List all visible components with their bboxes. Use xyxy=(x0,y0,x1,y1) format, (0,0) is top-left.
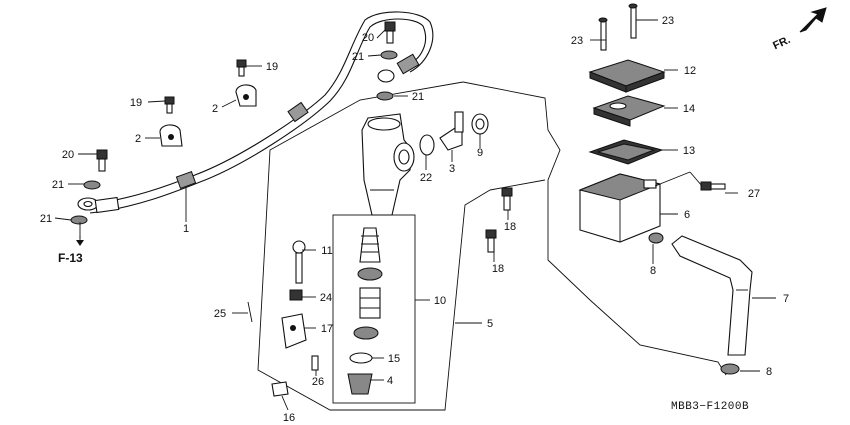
callout-16: 16 xyxy=(283,412,295,424)
callout-19: 19 xyxy=(130,97,142,109)
callout-2: 2 xyxy=(212,103,218,115)
callout-1: 1 xyxy=(183,223,189,235)
callout-12: 12 xyxy=(684,65,696,77)
callout-18: 18 xyxy=(492,263,504,275)
clip-16 xyxy=(271,381,289,397)
pin-26 xyxy=(311,355,319,371)
callout-23: 23 xyxy=(662,15,674,27)
callout-21: 21 xyxy=(412,91,424,103)
callout-18: 18 xyxy=(504,221,516,233)
washer-21-upper-a xyxy=(380,50,398,60)
boot-spring xyxy=(359,227,381,263)
bolt-20-upper xyxy=(384,21,396,44)
master-cylinder-body xyxy=(361,113,415,216)
bolt-18-lower xyxy=(485,229,497,253)
callout-10: 10 xyxy=(434,295,446,307)
boot-4 xyxy=(347,373,373,395)
callout-27: 27 xyxy=(748,188,760,200)
joint-17 xyxy=(281,313,307,349)
brake-hose xyxy=(77,11,434,214)
callout-15: 15 xyxy=(388,353,400,365)
callout-21: 21 xyxy=(52,179,64,191)
callout-14: 14 xyxy=(683,103,695,115)
callout-5: 5 xyxy=(487,318,493,330)
o-ring-22 xyxy=(419,134,435,156)
washer-21-left-lower xyxy=(70,215,88,225)
callout-7: 7 xyxy=(783,293,789,305)
plate-14 xyxy=(592,95,666,127)
direction-label: FR. xyxy=(771,34,792,52)
callout-2: 2 xyxy=(135,133,141,145)
bolt-18-upper xyxy=(501,187,513,211)
clamp-8-upper xyxy=(648,232,664,244)
callout-23: 23 xyxy=(571,35,583,47)
callout-8: 8 xyxy=(650,265,656,277)
screw-23-left xyxy=(598,17,608,51)
clamp-8-lower xyxy=(720,363,740,375)
bolt-19-upper xyxy=(236,59,247,77)
callout-21: 21 xyxy=(40,213,52,225)
joint-3 xyxy=(439,111,464,151)
banjo-fitting-upper xyxy=(377,69,395,83)
cup-secondary xyxy=(353,326,379,340)
bolt-19-lower xyxy=(164,96,175,114)
cap-12 xyxy=(588,59,666,93)
reservoir-hose-7 xyxy=(671,235,753,356)
callout-labels: 1 2 2 3 4 5 6 7 8 8 9 10 11 12 13 14 15 … xyxy=(40,15,789,424)
bolt-27 xyxy=(700,181,726,191)
washer-21-upper-b xyxy=(376,91,394,101)
callout-8: 8 xyxy=(766,366,772,378)
callout-22: 22 xyxy=(420,172,432,184)
leader-lines xyxy=(54,19,776,411)
direction-arrow: FR. xyxy=(771,7,827,52)
clamp-2-lower xyxy=(159,124,183,147)
washer-21-left-upper xyxy=(83,180,101,190)
callout-11: 11 xyxy=(321,245,332,257)
nut-24 xyxy=(289,289,303,301)
page-reference: F-13 xyxy=(58,251,83,265)
screw-23-right xyxy=(628,3,638,39)
reservoir-6 xyxy=(578,173,662,243)
callout-9: 9 xyxy=(477,147,483,159)
clamp-2-upper xyxy=(235,84,257,107)
callout-19: 19 xyxy=(266,61,278,73)
piston xyxy=(359,287,381,319)
callout-13: 13 xyxy=(683,145,695,157)
diaphragm-13 xyxy=(588,139,664,165)
callout-4: 4 xyxy=(387,375,393,387)
callout-20: 20 xyxy=(62,149,74,161)
circlip-15 xyxy=(349,352,373,364)
callout-25: 25 xyxy=(214,308,226,320)
push-rod-11 xyxy=(292,240,306,284)
callout-6: 6 xyxy=(684,209,690,221)
page-ref-arrow xyxy=(76,236,84,246)
callout-20: 20 xyxy=(362,32,374,44)
bolt-20-left xyxy=(96,149,108,172)
diagram-code: MBB3−F1200B xyxy=(671,401,749,413)
callout-17: 17 xyxy=(321,323,333,335)
callout-24: 24 xyxy=(320,292,332,304)
callout-3: 3 xyxy=(449,163,455,175)
callout-21: 21 xyxy=(352,51,364,63)
cup-primary xyxy=(357,267,383,281)
cotter-pin-25 xyxy=(247,301,253,323)
callout-26: 26 xyxy=(312,376,324,388)
